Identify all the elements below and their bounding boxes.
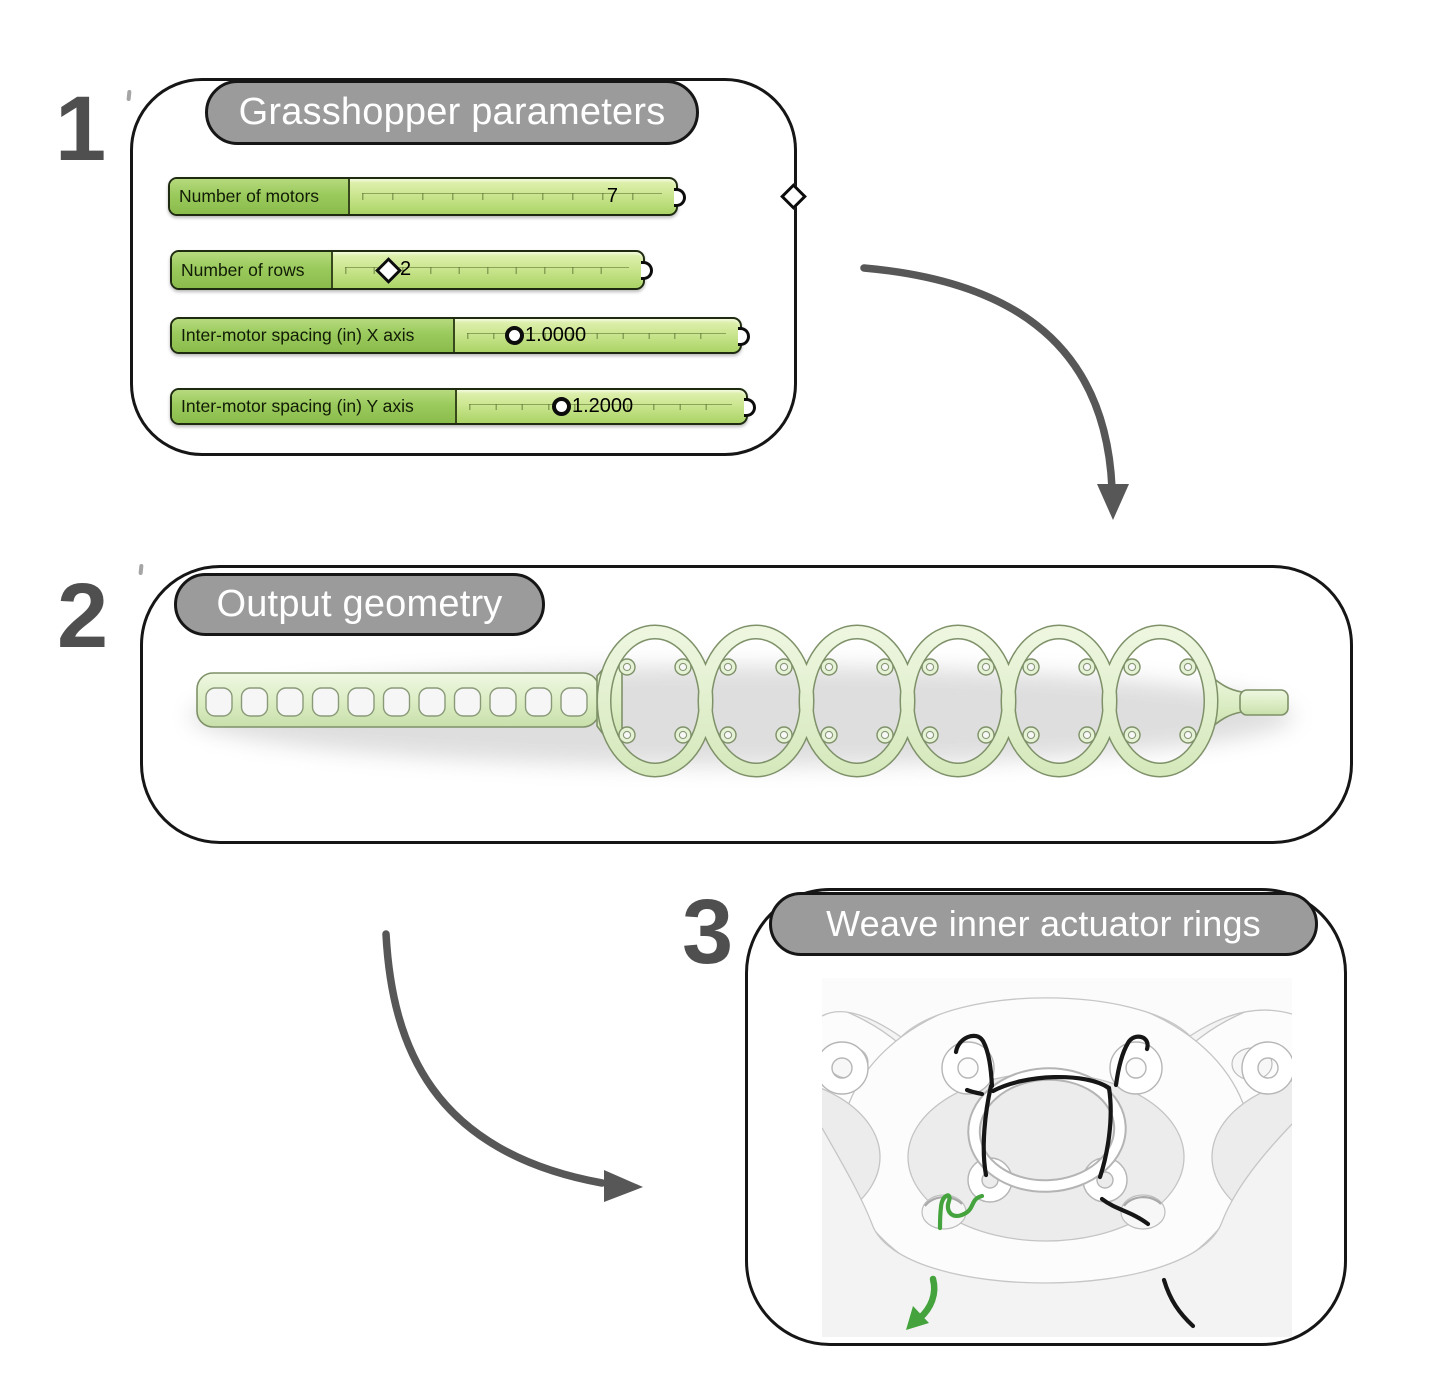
panel-weave-inner-actuator-rings (745, 888, 1347, 1346)
slider-value: 1.0000 (525, 323, 587, 346)
circle-slider-handle-icon[interactable] (505, 325, 524, 345)
slider-ruler (345, 266, 629, 274)
wire-hook-icon[interactable] (674, 187, 686, 207)
step-number-3: 3 (682, 881, 734, 983)
wire-hook-icon[interactable] (738, 326, 750, 346)
slider-label: Number of rows (172, 252, 333, 288)
arrow-step2-to-step3-icon (382, 930, 643, 1202)
step-number-1: 1 (55, 78, 107, 180)
slider-ruler (362, 193, 662, 201)
stray-mark (138, 563, 144, 576)
slider-ruler (467, 332, 726, 340)
panel3-title: Weave inner actuator rings (769, 892, 1318, 956)
slider-inter-motor-spacing-y[interactable]: Inter-motor spacing (in) Y axis 1.2000 (170, 388, 756, 425)
slider-ruler (469, 403, 732, 411)
wire-hook-icon[interactable] (641, 261, 653, 280)
slider-value: 2 (400, 258, 412, 281)
slider-value: 1.2000 (572, 394, 634, 417)
slider-number-of-rows[interactable]: Number of rows 2 (170, 250, 653, 290)
slider-value: 7 (606, 184, 618, 207)
circle-slider-handle-icon[interactable] (552, 396, 571, 416)
wire-hook-icon[interactable] (744, 397, 756, 417)
panel1-title: Grasshopper parameters (205, 80, 699, 145)
panel2-title: Output geometry (174, 573, 545, 636)
slider-track[interactable] (457, 390, 746, 423)
slider-label: Inter-motor spacing (in) Y axis (172, 390, 457, 423)
arrow-step1-to-step2-icon (860, 264, 1129, 520)
slider-track[interactable] (455, 319, 740, 352)
stray-mark (126, 89, 132, 102)
slider-inter-motor-spacing-x[interactable]: Inter-motor spacing (in) X axis 1.0000 (170, 317, 750, 354)
slider-label: Number of motors (170, 179, 350, 214)
slider-track[interactable] (350, 179, 676, 214)
slider-number-of-motors[interactable]: Number of motors 7 (168, 177, 807, 216)
slider-label: Inter-motor spacing (in) X axis (172, 319, 455, 352)
slider-track[interactable] (333, 252, 643, 288)
step-number-2: 2 (57, 565, 109, 667)
